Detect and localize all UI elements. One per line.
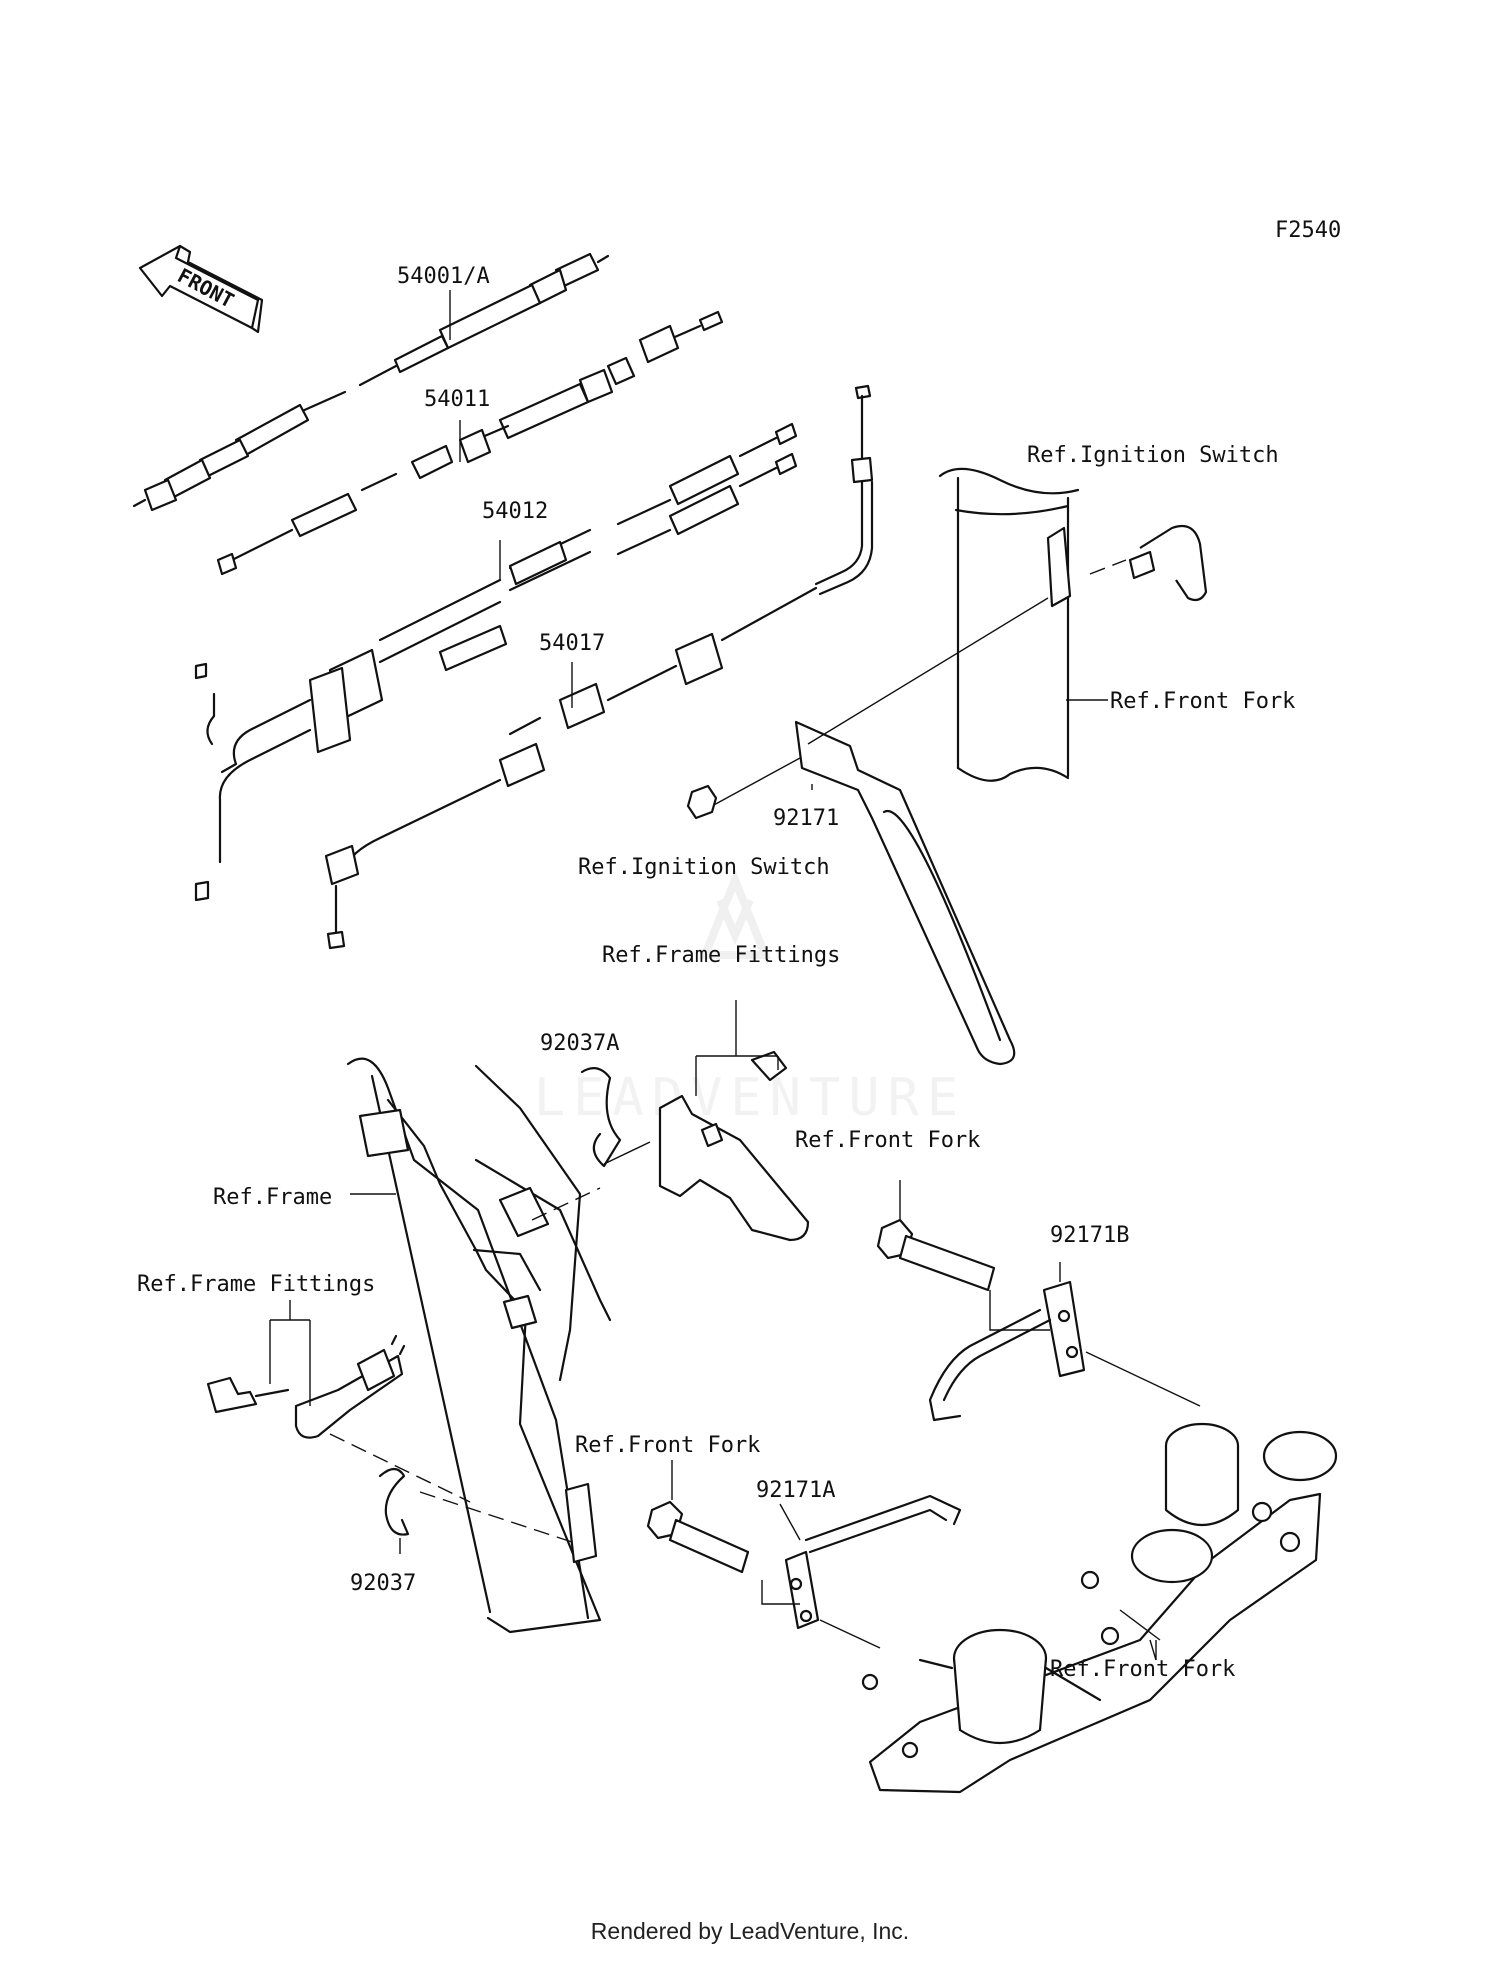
front-fork-tube (938, 467, 1080, 782)
ignition-switch-bracket (1089, 524, 1208, 602)
label-ref-front-fork-4: Ref.Front Fork (1050, 1657, 1235, 1682)
label-92171: 92171 (773, 806, 839, 831)
bolt-92171b (876, 1180, 996, 1292)
label-ref-frame: Ref.Frame (213, 1185, 332, 1210)
label-54017: 54017 (539, 631, 605, 656)
diagram-id: F2540 (1275, 218, 1341, 243)
label-54011: 54011 (424, 387, 490, 412)
label-ref-frame-fittings-1: Ref.Frame Fittings (602, 943, 840, 968)
triple-clamp (861, 1422, 1338, 1794)
label-92037a: 92037A (540, 1031, 619, 1056)
frame-fittings-bracket-upper (580, 1000, 810, 1242)
cable-54017 (324, 384, 874, 950)
label-ref-front-fork-2: Ref.Front Fork (795, 1128, 980, 1153)
cable-54011 (216, 310, 724, 576)
label-54012: 54012 (482, 499, 548, 524)
frame-fittings-bracket-lower (206, 1300, 471, 1554)
nut-part (686, 784, 718, 820)
bracket-92171a (761, 1494, 962, 1649)
frame (346, 1057, 612, 1634)
watermark-logo: LEADVENTURE (534, 869, 966, 1128)
cable-54012 (194, 422, 798, 902)
label-92037: 92037 (350, 1571, 416, 1596)
footer-credit: Rendered by LeadVenture, Inc. (590, 1918, 910, 1944)
cable-54001a (132, 252, 610, 512)
watermark-text: LEADVENTURE (534, 1068, 966, 1128)
leader-lines (350, 290, 1157, 1661)
bracket-92171b (928, 1262, 1201, 1422)
label-ref-frame-fittings-2: Ref.Frame Fittings (137, 1272, 375, 1297)
label-92171a: 92171A (756, 1478, 835, 1503)
label-ref-front-fork-1: Ref.Front Fork (1110, 689, 1295, 714)
label-ref-ignition-switch-1: Ref.Ignition Switch (1027, 443, 1279, 468)
label-ref-front-fork-3: Ref.Front Fork (575, 1433, 760, 1458)
bolt-92171a (646, 1460, 750, 1574)
bracket-92171 (711, 597, 1049, 1066)
label-92171b: 92171B (1050, 1223, 1129, 1248)
label-54001a: 54001/A (397, 264, 490, 289)
label-ref-ignition-switch-2: Ref.Ignition Switch (578, 855, 830, 880)
front-arrow-icon: FRONT (138, 244, 264, 334)
